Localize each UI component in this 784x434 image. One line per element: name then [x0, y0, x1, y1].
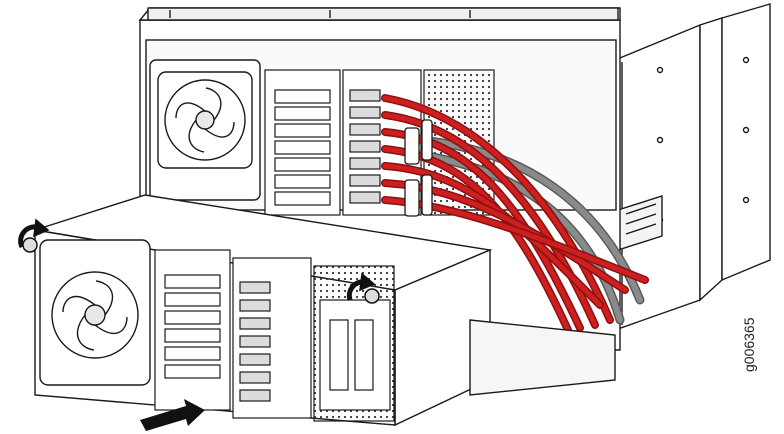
fan-icon	[157, 71, 253, 169]
rotate-arrow-icon	[18, 218, 50, 253]
insert-arrow-icon	[140, 399, 205, 431]
cable-management-bracket	[404, 119, 433, 217]
rack-rail	[614, 3, 771, 331]
front-fan-icon	[39, 239, 151, 386]
figure-id-label: g006365	[741, 317, 757, 372]
front-line-cards	[154, 249, 395, 422]
rotate-arrow-icon-right	[346, 272, 380, 304]
